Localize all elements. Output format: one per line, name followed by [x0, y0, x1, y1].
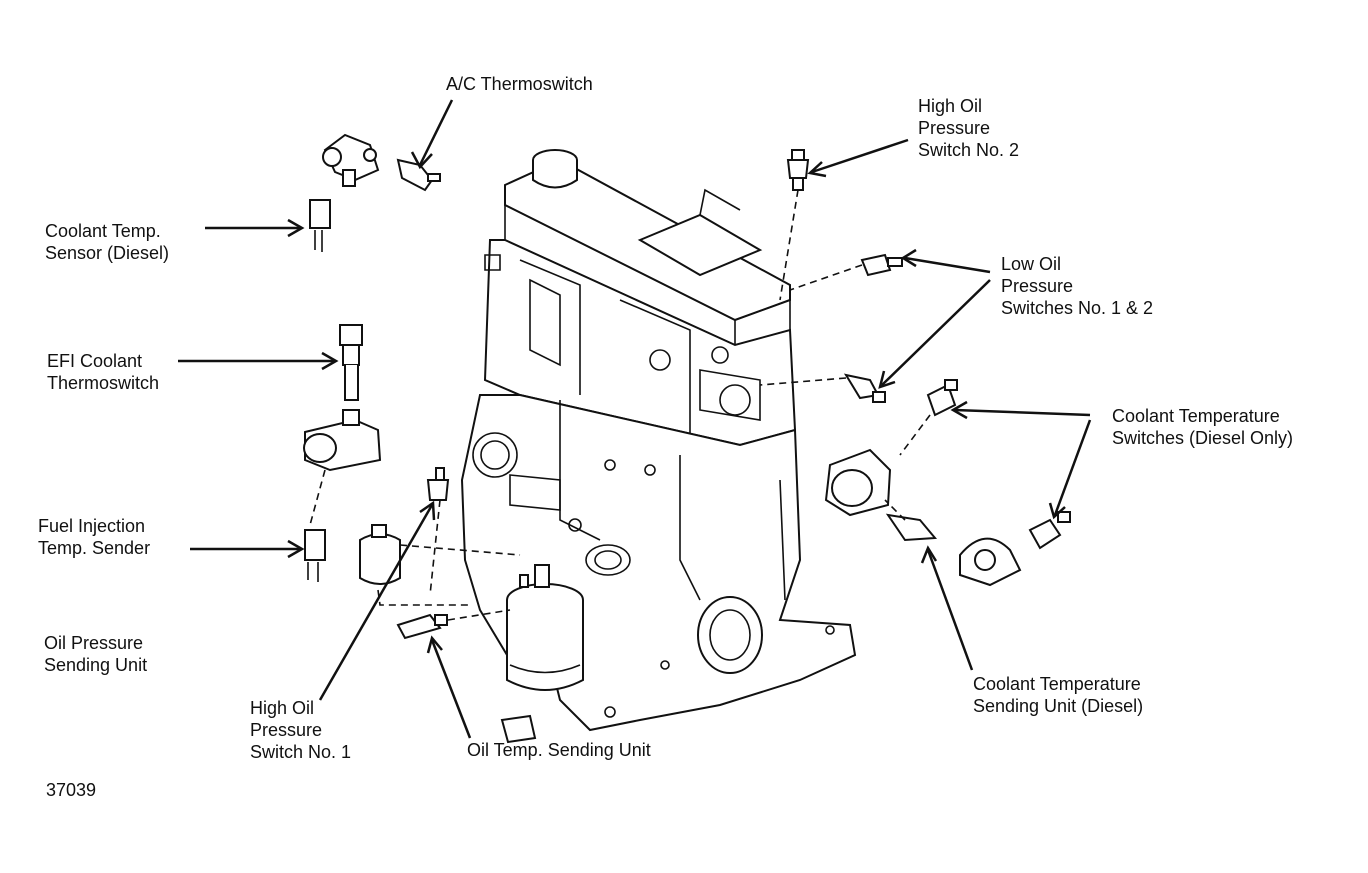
connection-lines: [309, 189, 931, 621]
label-high-oil-pressure-switch-1: High Oil Pressure Switch No. 1: [250, 697, 351, 763]
label-ac-thermoswitch: A/C Thermoswitch: [446, 74, 593, 94]
oil-filter: [506, 564, 584, 691]
label-coolant-temp-sensor-diesel: Coolant Temp. Sensor (Diesel): [45, 220, 169, 264]
label-oil-temp-sending-unit: Oil Temp. Sending Unit: [467, 740, 651, 760]
callout-arrows: [178, 99, 1092, 739]
label-line: Low Oil: [1001, 254, 1062, 274]
label-line: Pressure: [918, 118, 991, 138]
label-high-oil-pressure-switch-2: High Oil Pressure Switch No. 2: [918, 95, 1019, 161]
label-line: Pressure: [1001, 276, 1074, 296]
figure-number: 37039: [46, 780, 97, 800]
label-line: Switches No. 1 & 2: [1001, 298, 1154, 318]
label-line: Sending Unit: [44, 655, 148, 675]
label-line: Temp. Sender: [38, 538, 151, 558]
label-line: Sending Unit (Diesel): [973, 696, 1144, 716]
label-line: EFI Coolant: [47, 351, 143, 371]
label-line: Coolant Temperature: [1112, 406, 1280, 426]
label-line: Pressure: [250, 720, 323, 740]
label-line: Switch No. 2: [918, 140, 1020, 160]
label-line: Thermoswitch: [47, 373, 160, 393]
label-line: Sensor (Diesel): [45, 243, 170, 263]
label-line: Coolant Temperature: [973, 674, 1141, 694]
label-line: High Oil: [918, 96, 983, 116]
label-oil-pressure-sending-unit: Oil Pressure Sending Unit: [44, 632, 147, 676]
label-line: Fuel Injection: [38, 516, 146, 536]
label-line: Switches (Diesel Only): [1112, 428, 1294, 448]
label-line: Coolant Temp.: [45, 221, 161, 241]
label-line: Oil Pressure: [44, 633, 144, 653]
label-fuel-injection-temp-sender: Fuel Injection Temp. Sender: [38, 515, 150, 559]
label-coolant-temperature-switches: Coolant Temperature Switches (Diesel Onl…: [1112, 405, 1293, 449]
label-low-oil-pressure-switches: Low Oil Pressure Switches No. 1 & 2: [1001, 253, 1153, 319]
label-efi-coolant-thermoswitch: EFI Coolant Thermoswitch: [47, 350, 159, 394]
label-line: Switch No. 1: [250, 742, 352, 762]
label-coolant-temperature-sending-unit: Coolant Temperature Sending Unit (Diesel…: [973, 673, 1143, 717]
sensor-parts: [303, 133, 1071, 744]
label-line: High Oil: [250, 698, 315, 718]
